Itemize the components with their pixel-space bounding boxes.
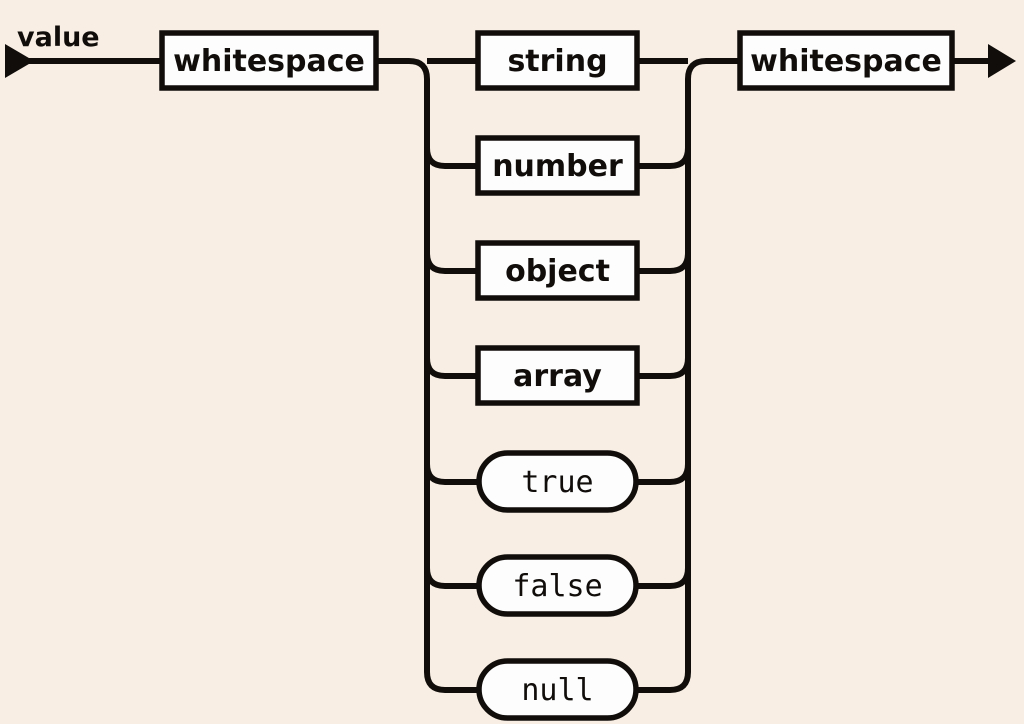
ws-right-label: whitespace <box>750 44 942 79</box>
opt-string-label: string <box>507 44 607 79</box>
opt-array-exit-line <box>637 357 691 379</box>
rail-nodes-layer: whitespace string number object array true fal… <box>159 30 955 721</box>
ws-left-label: whitespace <box>173 44 365 79</box>
choice-left-rail <box>408 58 430 672</box>
opt-false-exit-line <box>636 567 691 589</box>
opt-number-label: number <box>492 149 623 184</box>
rule-title: value <box>17 22 100 53</box>
opt-true-shape[interactable] <box>476 450 639 513</box>
opt-true-exit-line <box>636 463 691 485</box>
opt-number-entry-line <box>424 147 478 169</box>
opt-true: true <box>476 450 639 513</box>
opt-false: false <box>476 554 639 617</box>
opt-false-label: false <box>512 569 602 604</box>
opt-array: array <box>475 345 640 406</box>
opt-string-shape[interactable] <box>475 30 640 91</box>
opt-null-shape[interactable] <box>476 658 639 721</box>
opt-object-label: object <box>505 254 610 289</box>
ws-right-shape[interactable] <box>737 30 955 91</box>
opt-array-shape[interactable] <box>475 345 640 406</box>
rail-lines-layer <box>5 44 1016 693</box>
opt-null-entry-line <box>424 671 479 693</box>
ws-left-shape[interactable] <box>159 30 379 91</box>
opt-null-exit-line <box>636 671 691 693</box>
opt-array-entry-line <box>424 357 478 379</box>
opt-false-entry-line <box>424 567 479 589</box>
choice-right-rail <box>685 58 707 672</box>
opt-number-shape[interactable] <box>475 135 640 196</box>
ws-right: whitespace <box>737 30 955 91</box>
opt-object-shape[interactable] <box>475 240 640 301</box>
opt-object: object <box>475 240 640 301</box>
opt-array-label: array <box>513 359 602 394</box>
opt-object-exit-line <box>637 252 691 274</box>
opt-object-entry-line <box>424 252 478 274</box>
opt-number-exit-line <box>637 147 691 169</box>
opt-null-label: null <box>521 673 593 708</box>
end-arrow-icon <box>988 44 1016 78</box>
ws-left: whitespace <box>159 30 379 91</box>
opt-string: string <box>475 30 640 91</box>
opt-true-label: true <box>521 465 593 500</box>
opt-false-shape[interactable] <box>476 554 639 617</box>
opt-null: null <box>476 658 639 721</box>
opt-true-entry-line <box>424 463 479 485</box>
opt-number: number <box>475 135 640 196</box>
start-arrow-icon <box>5 44 34 78</box>
